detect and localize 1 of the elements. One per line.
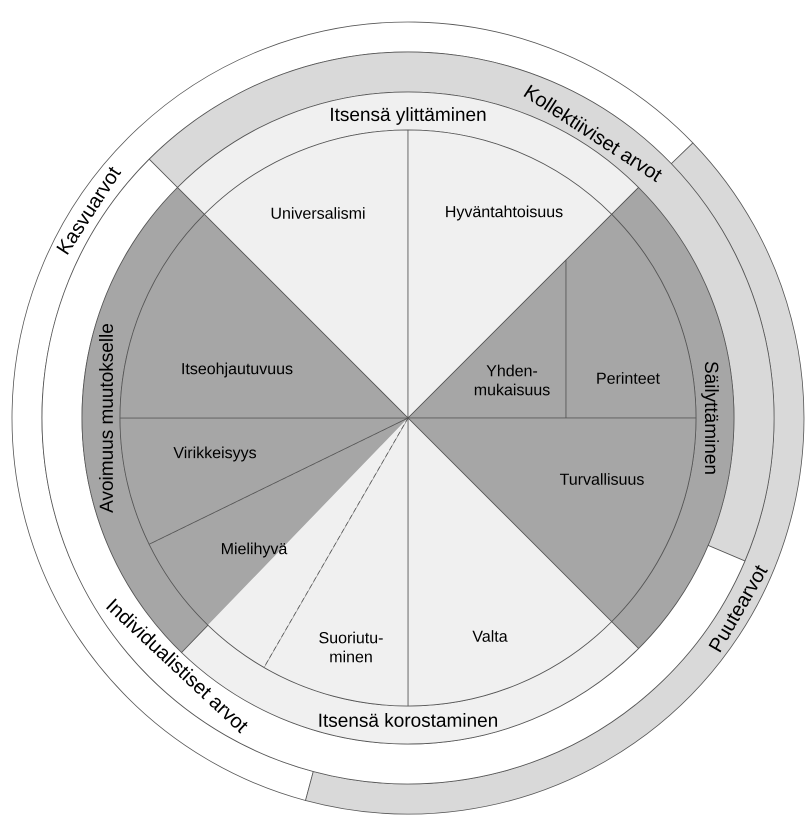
value-sector: Perinteet <box>566 214 696 418</box>
